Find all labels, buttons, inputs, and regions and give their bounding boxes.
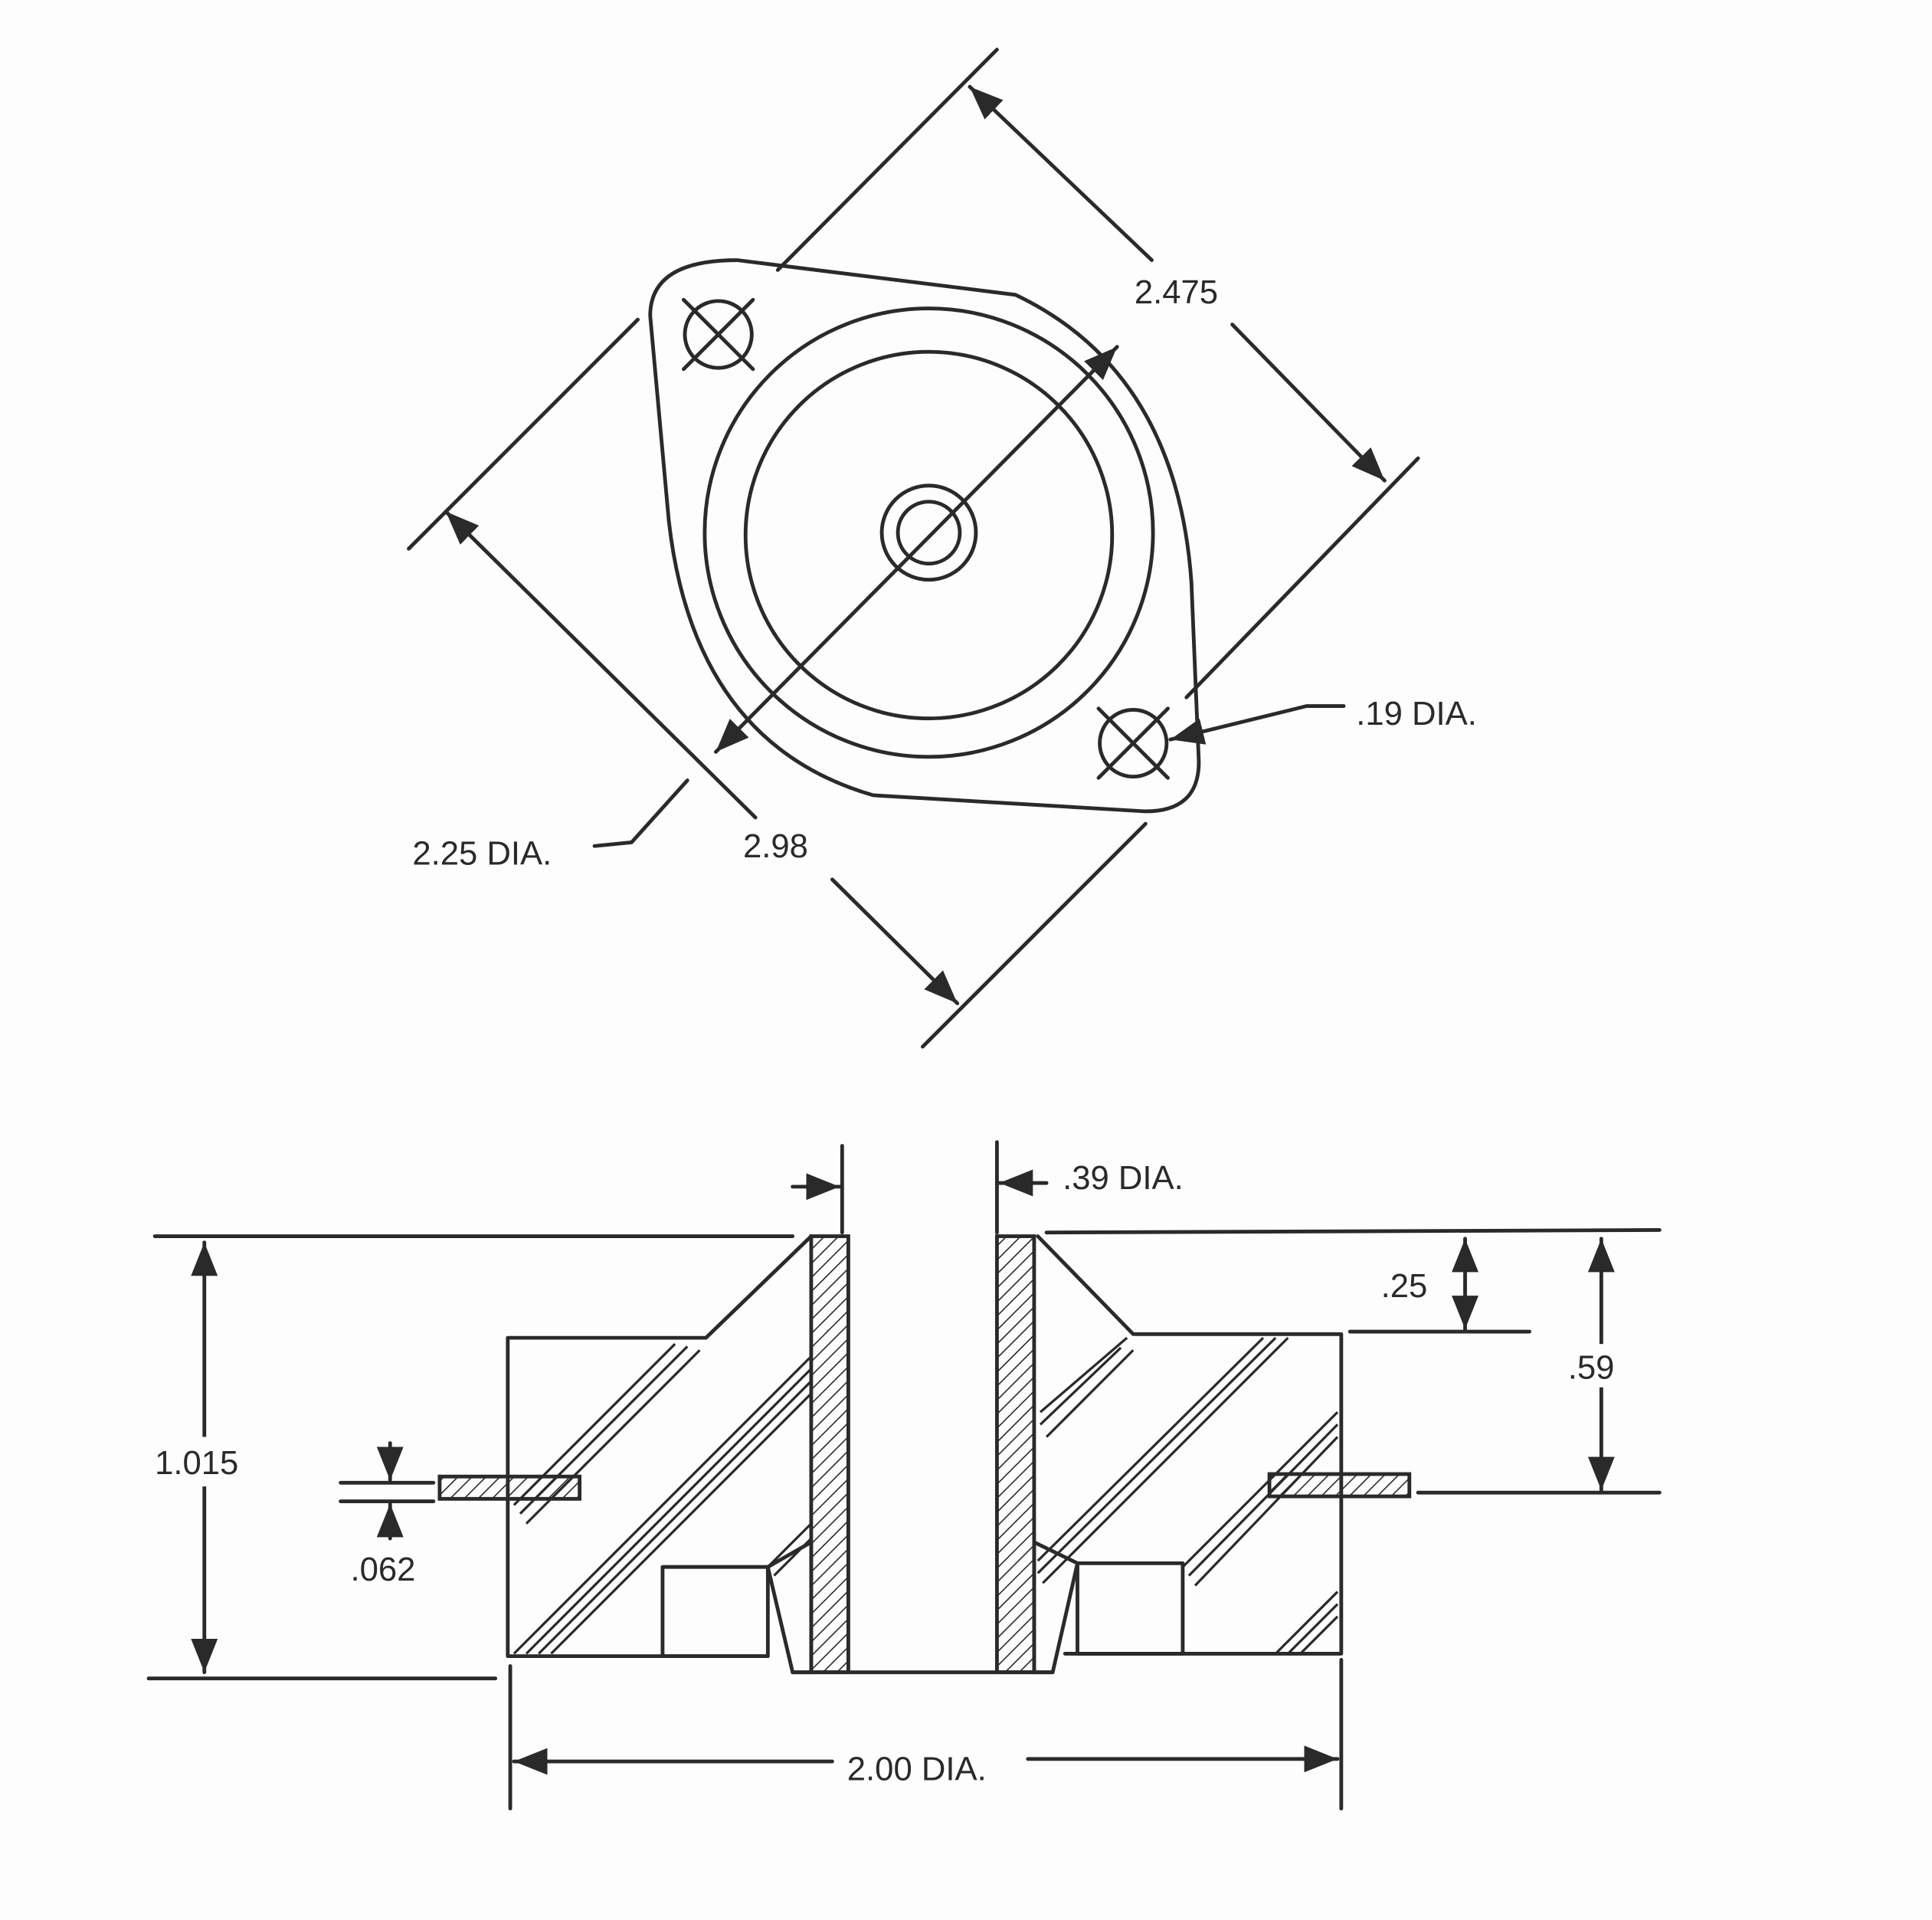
rubber-shading (512, 1336, 1339, 1655)
label-overall-height: 1.015 (155, 1444, 238, 1482)
ext-line-2475-a (775, 48, 999, 272)
mounting-plate-left (437, 1474, 582, 1501)
top-view: 2.25 DIA. 2.475 2.98 .19 DIA. (407, 48, 1477, 1049)
section-view: 1.015 .25 .59 .062 .39 DIA. 2.00 DIA. (146, 1140, 1662, 1810)
leader-outer-dia (592, 778, 689, 848)
ext-line-298-b (920, 821, 1148, 1049)
dim-line-298-b (830, 877, 960, 1006)
dim-line-outer-dia (714, 345, 1119, 754)
label-flange-span: 2.475 (1135, 274, 1218, 311)
body-outline-right (1036, 1234, 1344, 1656)
label-hole-dia: .19 DIA. (1356, 695, 1477, 732)
label-overall-span: 2.98 (743, 827, 808, 865)
label-base-dia: 2.00 DIA. (847, 1750, 987, 1787)
label-plate-thickness: .062 (351, 1551, 416, 1588)
ext-line-2475-b (1184, 456, 1420, 700)
flare-right (1032, 1540, 1079, 1675)
mounting-hole-bottom-right (1096, 706, 1170, 780)
base-pad-left (660, 1565, 770, 1659)
flange-outline (648, 258, 1201, 814)
mounting-plate-right (1267, 1472, 1412, 1499)
ext-line-298-a (407, 317, 640, 551)
dim-line-2475-a (968, 84, 1154, 262)
body-outline-left (506, 1234, 814, 1659)
hub-outer (879, 483, 978, 582)
ext-top-right (1044, 1228, 1662, 1235)
flare-left (765, 1540, 814, 1675)
tube-wall-right (994, 1234, 1036, 1675)
dim-line-2475-b (1230, 323, 1387, 483)
label-top-to-plate: .59 (1568, 1348, 1615, 1386)
outer-circle (702, 306, 1155, 759)
hub-inner (896, 500, 962, 566)
tube-wall-left (809, 1234, 850, 1675)
label-outer-dia: 2.25 DIA. (412, 835, 552, 873)
label-top-to-flange: .25 (1381, 1267, 1428, 1305)
base-pad-right (1076, 1561, 1185, 1656)
label-bore-dia: .39 DIA. (1063, 1159, 1184, 1197)
mounting-hole-top-left (681, 297, 755, 372)
dim-line-298-a (444, 509, 758, 820)
leader-hole-dia (1168, 704, 1346, 745)
